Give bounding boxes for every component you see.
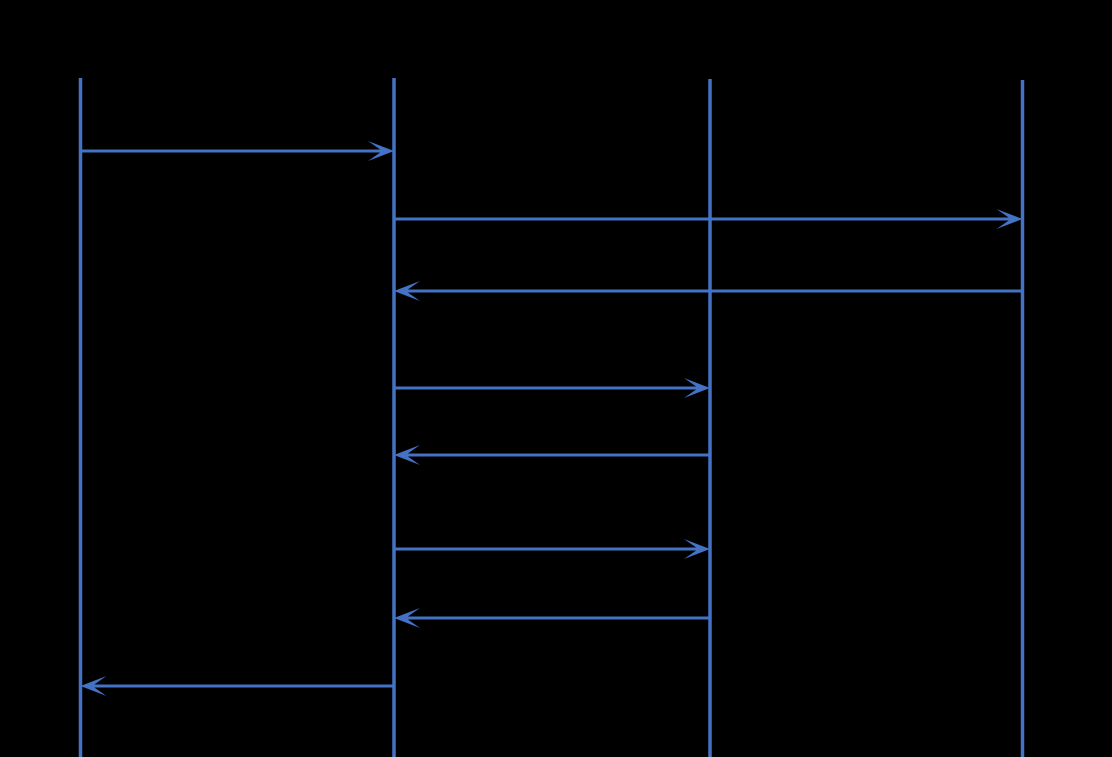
message-arrow-6-arrowhead-icon <box>684 539 710 559</box>
message-arrow-5-arrowhead-icon <box>394 445 420 465</box>
message-arrow-1-arrowhead-icon <box>368 141 394 161</box>
message-arrow-7-arrowhead-icon <box>394 608 420 628</box>
message-arrow-4-arrowhead-icon <box>684 378 710 398</box>
message-arrow-8-arrowhead-icon <box>80 676 107 696</box>
message-arrow-2-arrowhead-icon <box>996 209 1023 229</box>
message-arrow-3-arrowhead-icon <box>394 281 420 301</box>
